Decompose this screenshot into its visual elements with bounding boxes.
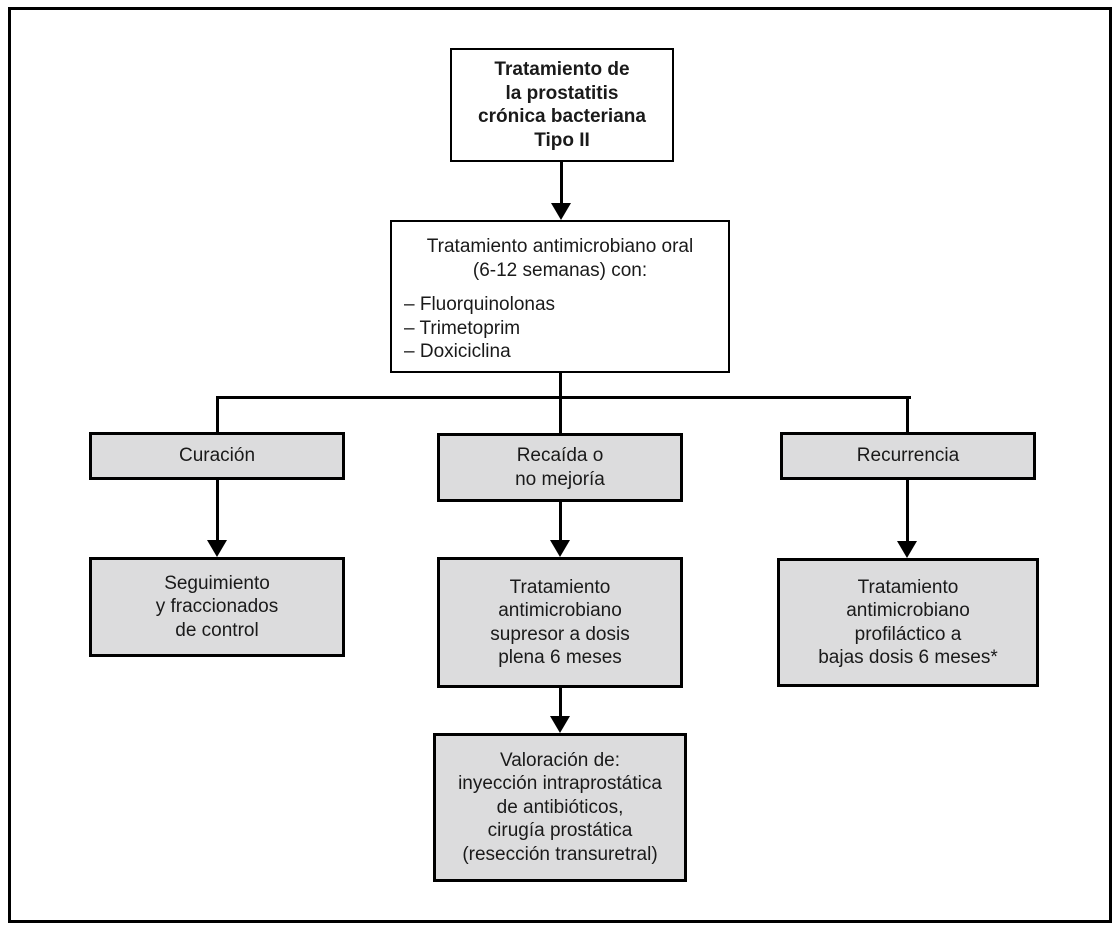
profilactico-box: Tratamiento antimicrobiano profiláctico … [777,558,1039,687]
branch-drop-to-recurrencia [906,396,909,434]
valoracion-line: (resección transuretral) [462,843,658,865]
outer-frame [8,7,1112,923]
connector-recurrencia-to-profilactico [906,480,909,542]
profilactico-line: profiláctico a [854,623,962,645]
seguimiento-line: y fraccionados [155,596,279,618]
supresor-line: supresor a dosis [490,623,630,645]
supresor-line: Tratamiento [509,576,611,598]
recurrencia-label: Recurrencia [856,445,960,467]
profilactico-line: antimicrobiano [846,600,970,621]
arrowhead-curacion-to-seguimiento-icon [207,540,227,557]
title-line: la prostatitis [505,82,619,104]
oral-heading-line: (6-12 semanas) con: [472,259,648,281]
supresor-box: Tratamiento antimicrobiano supresor a do… [437,557,683,688]
connector-oral-to-branch [559,373,562,399]
branch-drop-to-recaida [559,396,562,435]
recaida-line: Recaída o [516,445,604,466]
profilactico-line: Tratamiento [857,576,959,598]
recurrencia-box: Recurrencia [780,432,1036,480]
supresor-line: antimicrobiano [498,600,622,621]
oral-treatment-box: Tratamiento antimicrobiano oral (6-12 se… [390,220,730,373]
seguimiento-line: Seguimiento [164,572,270,594]
oral-treatment-heading: Tratamiento antimicrobiano oral (6-12 se… [392,235,728,282]
oral-treatment-drug-list: – Fluorquinolonas – Trimetoprim – Doxici… [392,293,728,364]
connector-title-to-oral [560,162,563,205]
drug-list-item: – Trimetoprim [404,317,521,339]
seguimiento-line: de control [175,619,259,641]
drug-list-item: – Doxiciclina [404,341,511,362]
branch-drop-to-curacion [216,396,219,434]
recaida-line: no mejoría [515,468,605,490]
title-line: Tratamiento de [494,59,630,80]
valoracion-line: Valoración de: [499,749,621,771]
arrowhead-title-to-oral-icon [551,203,571,220]
arrowhead-supresor-to-valoracion-icon [550,716,570,733]
connector-recaida-to-supresor [559,502,562,541]
valoracion-box: Valoración de: inyección intraprostática… [433,733,687,882]
recaida-box: Recaída o no mejoría [437,433,683,502]
branch-horizontal-line [216,396,911,399]
valoracion-line: inyección intraprostática [458,773,662,795]
connector-curacion-to-seguimiento [216,480,219,541]
title-line: Tipo II [534,129,590,151]
title-line: crónica bacteriana [478,106,646,127]
arrowhead-recaida-to-supresor-icon [550,540,570,557]
connector-supresor-to-valoracion [559,688,562,717]
valoracion-line: cirugía prostática [487,820,633,842]
supresor-line: plena 6 meses [498,647,622,668]
curacion-label: Curación [178,445,256,467]
title-box: Tratamiento de la prostatitis crónica ba… [450,48,674,162]
curacion-box: Curación [89,432,345,480]
profilactico-line: bajas dosis 6 meses* [818,647,998,668]
arrowhead-recurrencia-to-profilactico-icon [897,541,917,558]
seguimiento-box: Seguimiento y fraccionados de control [89,557,345,657]
drug-list-item: – Fluorquinolonas [404,294,556,315]
oral-heading-line: Tratamiento antimicrobiano oral [426,236,694,257]
valoracion-line: de antibióticos, [496,796,624,818]
